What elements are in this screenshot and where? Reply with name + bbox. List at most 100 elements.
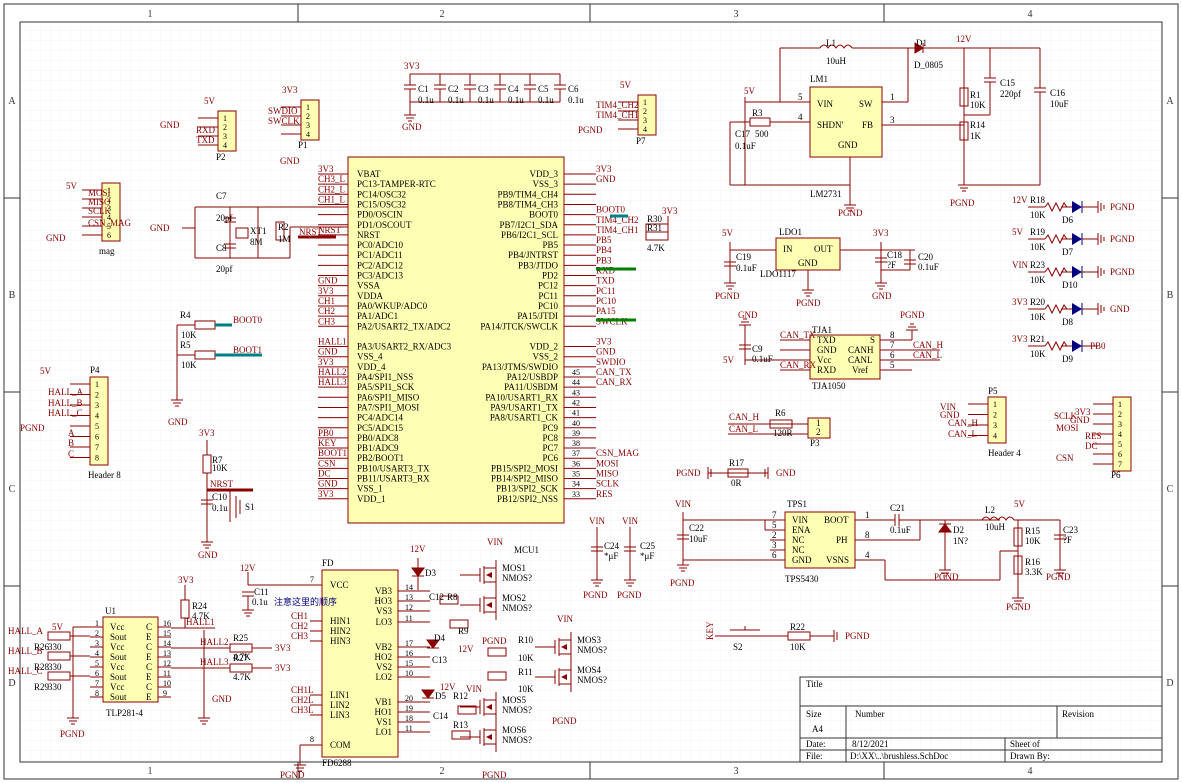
fd-vcc-number: 7	[310, 575, 314, 584]
fd-right-pin-label: HO2	[375, 652, 393, 662]
u1-right-pin-number: 10	[163, 679, 171, 688]
mcu-right-pin-number: 33	[572, 490, 580, 499]
tps-pin-vin: VIN	[792, 515, 808, 525]
v33-reset: 3V3	[199, 428, 215, 438]
fd-com-number: 8	[310, 735, 314, 744]
reset-circuit	[201, 440, 253, 549]
p2-pin-number: 3	[223, 132, 227, 141]
mcu-right-pin-label: VDD_2	[530, 342, 559, 352]
fd-right-pin-number: 16	[405, 649, 413, 658]
tja-pin-vcc: Vcc	[817, 355, 832, 365]
led-output-label: PGND	[1110, 202, 1135, 212]
nrst-reset: NRST	[210, 479, 234, 489]
mag-net-label: SCLK	[88, 206, 112, 216]
r17-bridge	[707, 467, 769, 479]
c25-ref: C25	[640, 541, 656, 551]
u1-right-pin-number: 9	[163, 689, 167, 698]
pgnd-boost-2: PGND	[950, 198, 975, 208]
ch2-h: CH2	[291, 621, 308, 631]
gnd-u1: GND	[212, 694, 232, 704]
cap-ref: C1	[418, 84, 429, 94]
fd-left-pin-label: LIN2	[330, 700, 350, 710]
p1-pin-number: 1	[306, 103, 310, 112]
cap-ref: C2	[448, 84, 459, 94]
c9-ref: C9	[752, 344, 763, 354]
fd-right-pin-label: LO1	[376, 727, 393, 737]
r1-value: 10K	[970, 100, 986, 110]
mcu-left-pin-label: PB2/BOOT1	[357, 453, 404, 463]
tja-canrx-net: CAN_RX	[780, 360, 817, 370]
u1-right-pin-label: C	[146, 622, 152, 632]
cap-value: 0.1u	[418, 95, 434, 105]
l1-ref: L1	[826, 38, 836, 48]
r3-value: 500	[755, 129, 769, 139]
u1-value: TLP281-4	[106, 708, 143, 718]
cap-value: 0.1u	[478, 95, 494, 105]
fd-value: FD6288	[322, 758, 352, 768]
row-label-right-a: A	[1166, 96, 1174, 107]
p2-pin-number: 2	[223, 123, 227, 132]
vin-c24: VIN	[589, 516, 605, 526]
p4-net-label: PGND	[20, 423, 45, 433]
c17-value: 0.1uF	[735, 141, 756, 151]
p1-net-label: 3V3	[282, 85, 298, 95]
pullup-r30-r31	[596, 214, 669, 322]
mcu-right-pin-number: 35	[572, 470, 580, 479]
mcu-left-net-label: GND	[318, 276, 338, 286]
u1-left-pin-label: Sout	[110, 692, 127, 702]
pgnd-tja: PGND	[900, 310, 925, 320]
fd-left-pin-label: HIN1	[330, 616, 351, 626]
p4-pin-number: 5	[95, 422, 99, 431]
mcu-right-pin-number: 39	[572, 429, 580, 438]
mcu-right-pin-number: 44	[572, 378, 580, 387]
ldo1-ref: LDO1	[779, 227, 802, 237]
v5-ldo: 5V	[722, 228, 734, 238]
p6-pin-number: 4	[1118, 430, 1122, 439]
pgnd-mos-3: PGND	[482, 770, 507, 780]
column-label-top-2: 2	[440, 9, 445, 20]
u1-right-pin-label: C	[146, 662, 152, 672]
mcu-left-pin-label: PC14/OSC32	[357, 189, 406, 199]
fd-left-pin-label: LIN3	[330, 710, 350, 720]
led-ref: D9	[1062, 354, 1073, 364]
mcu-left-pin-label: PA1/ADC1	[357, 311, 398, 321]
p4-pin-number: 6	[95, 433, 99, 442]
mosfet-arrow	[486, 572, 492, 578]
u1-left-pin-label: Sout	[110, 652, 127, 662]
mcu-right-pin-label: PC8	[542, 433, 558, 443]
p6-net-label: DC	[1085, 441, 1098, 451]
p5-net-label: GND	[940, 410, 960, 420]
r27-value: 4.7K	[233, 672, 251, 682]
pgnd-tps-4: PGND	[1046, 572, 1071, 582]
led-resistor-value: 10K	[1030, 349, 1046, 359]
mosfet-value: NMOS?	[502, 705, 532, 715]
net-3v3-caps: 3V3	[404, 61, 420, 71]
u1-left-pin-label: Sout	[110, 632, 127, 642]
p4-net-label: C	[68, 449, 74, 459]
mcu-left-net-label: NRST	[318, 225, 342, 235]
u1-left-pin-number: 1	[95, 619, 99, 628]
p4-ref: P4	[90, 365, 100, 375]
bulk-caps	[591, 527, 636, 587]
r30-ref: R30	[647, 214, 663, 224]
mcu-left-pin-label: PB10/USART3_TX	[357, 463, 430, 473]
mcu-right-net-label: PC10	[596, 296, 617, 306]
led-output-label: PGND	[1110, 267, 1135, 277]
v33-r27: 3V3	[275, 663, 291, 673]
led-supply-label: VIN	[1012, 260, 1028, 270]
mosfet-ref: MOS1	[502, 563, 526, 573]
c11-value: 0.1u	[252, 597, 268, 607]
mosfet-value: NMOS?	[502, 603, 532, 613]
mcu-right-net-label: PB3	[596, 255, 612, 265]
mcu-left-pins: VBAT3V3PC13-TAMPER-RTCCH3_LPC14/OSC32CH2…	[318, 164, 452, 504]
led-output-label: PGND	[1110, 234, 1135, 244]
mosfet-value: NMOS?	[577, 645, 607, 655]
c16-ref: C16	[1050, 88, 1066, 98]
gate-driver-wiring	[242, 572, 322, 772]
ch2-l: CH2L	[291, 695, 314, 705]
p2-pin-number: 4	[223, 141, 227, 150]
led-resistor-value: 10K	[1030, 210, 1046, 220]
r27-ref: R27	[233, 653, 249, 663]
mcu-right-pin-label: BOOT0	[529, 210, 558, 220]
